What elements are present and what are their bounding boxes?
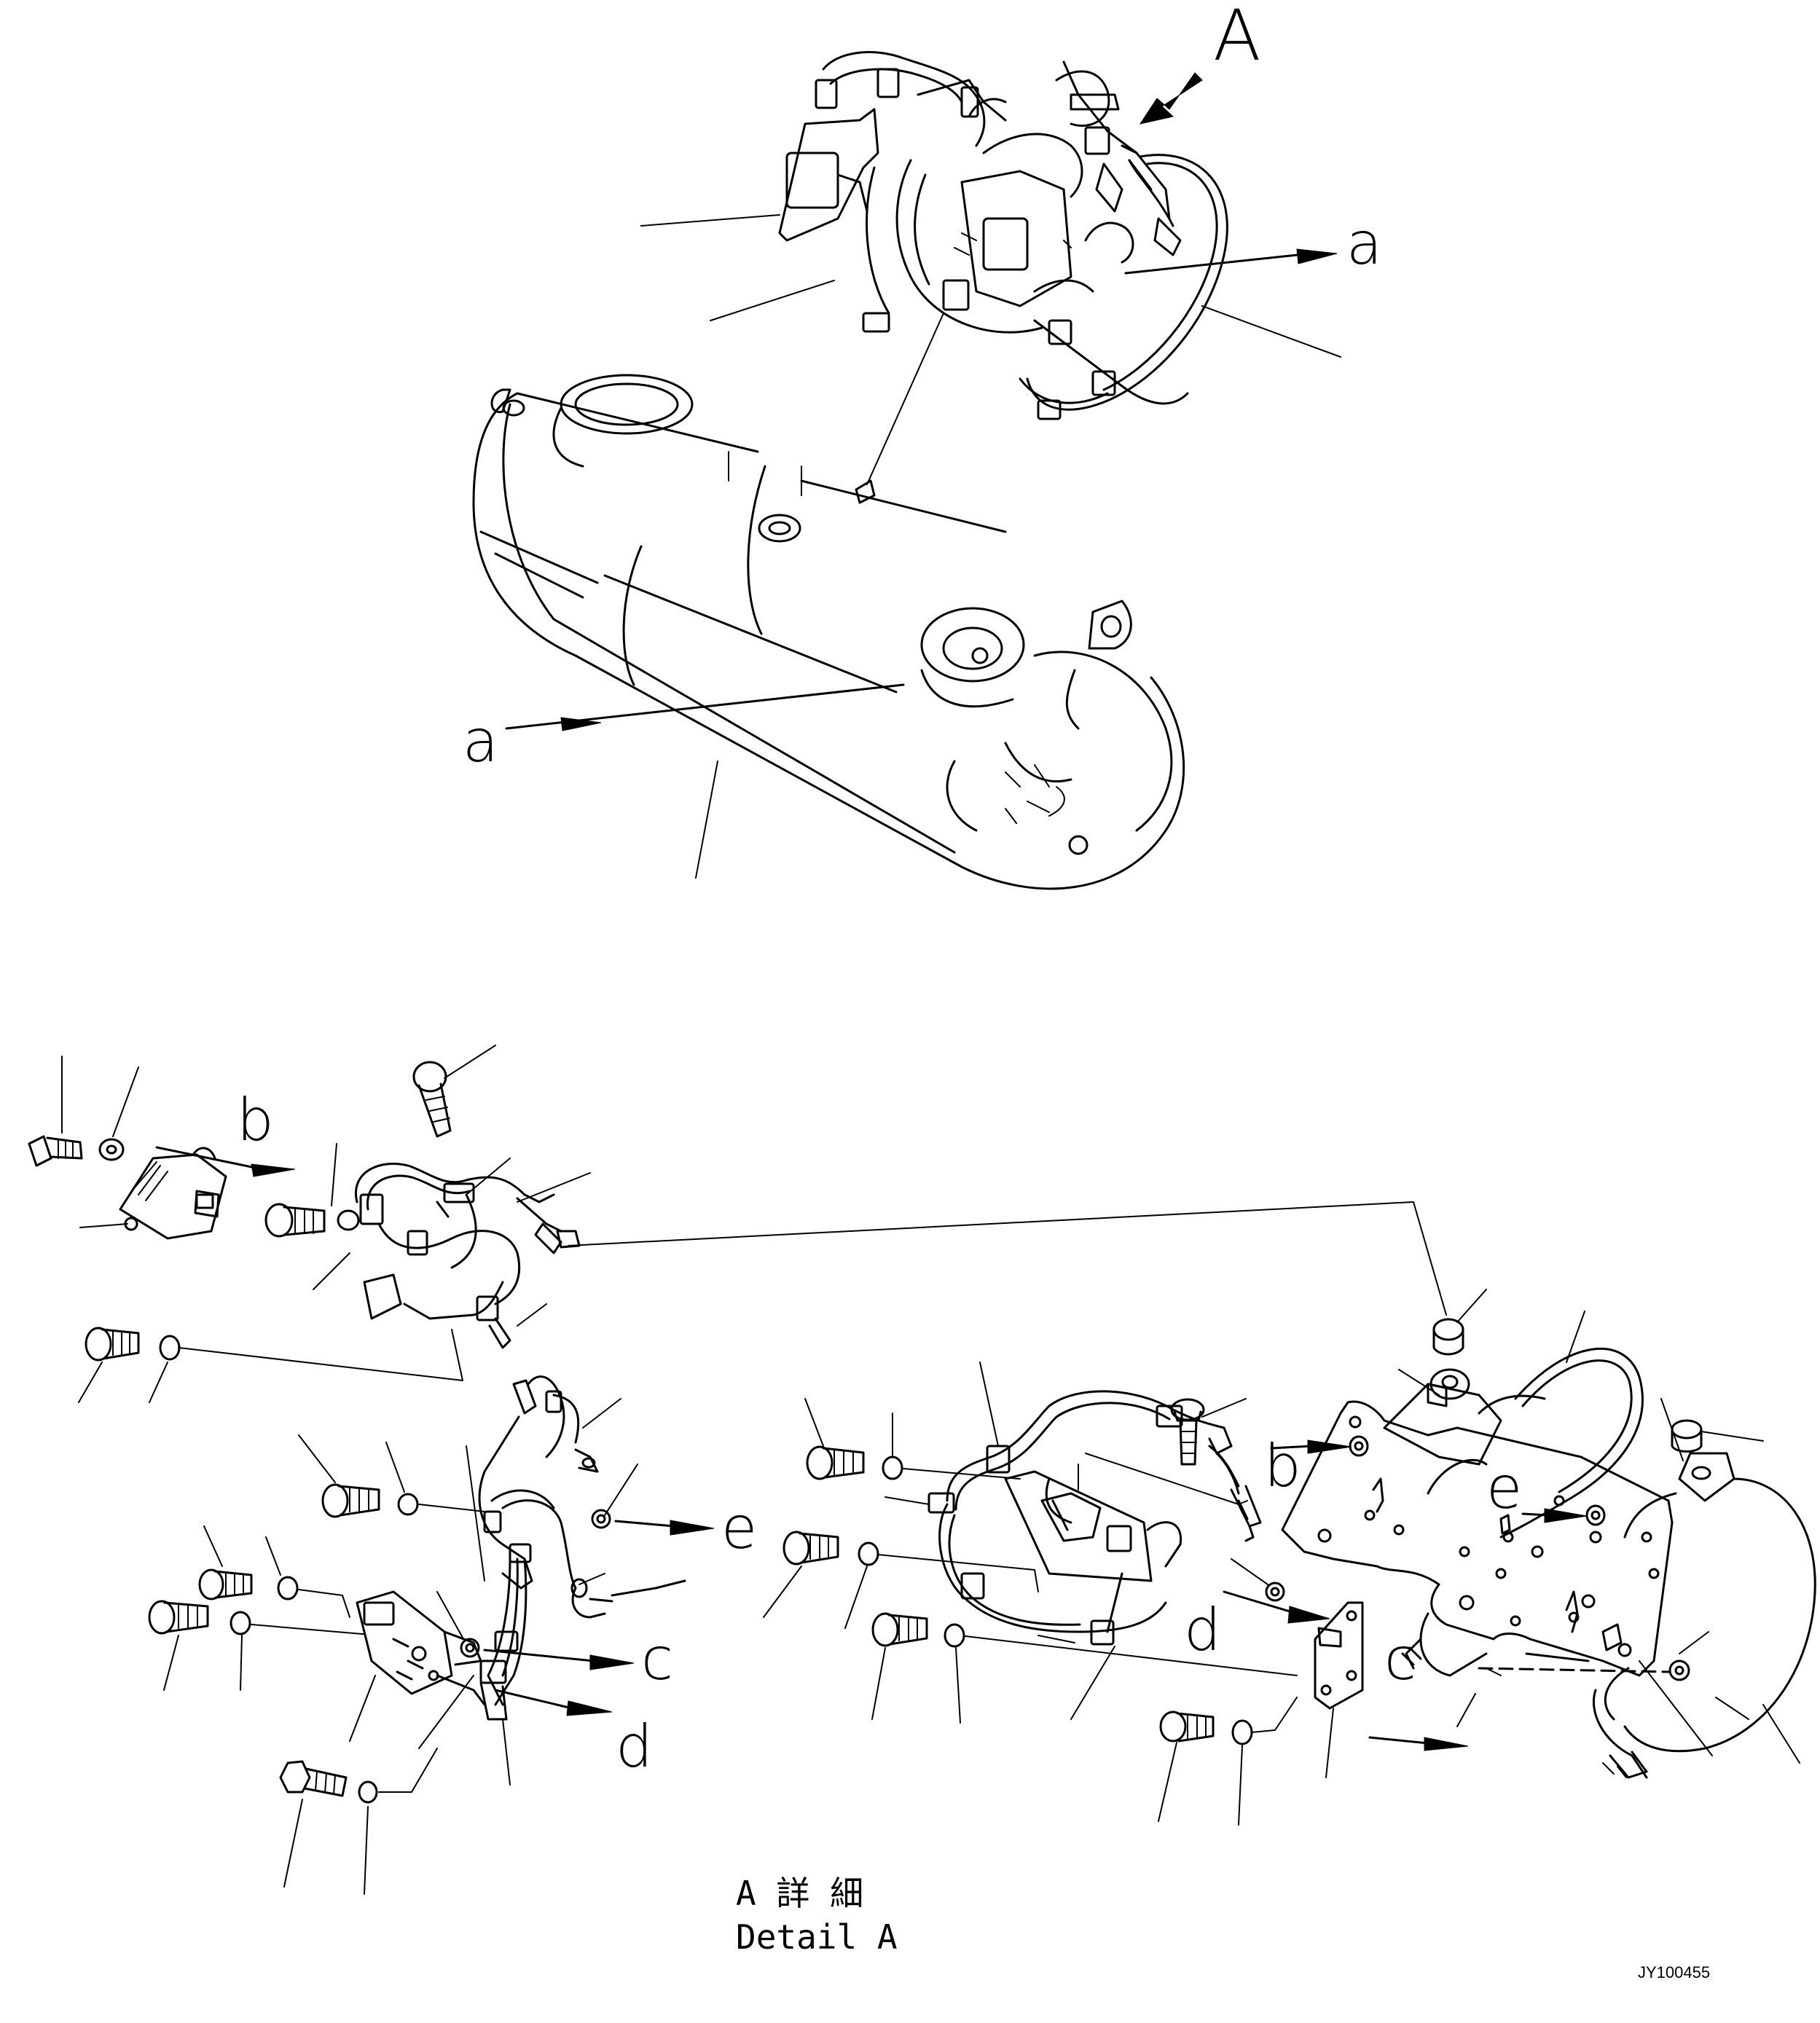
arrow-e-left-label: e: [721, 1494, 757, 1562]
washer-r-c: [1668, 1659, 1690, 1681]
arrow-b-right-label: b: [1264, 1432, 1301, 1500]
bolt-7: [148, 1600, 251, 1635]
arrow-a-upper-label: a: [1346, 210, 1382, 278]
caption-japanese: A 詳 細: [736, 1874, 863, 1913]
top-assembly: A: [463, 0, 1382, 890]
temperature-sensor: [483, 1375, 599, 1473]
lower-strap: [1401, 1612, 1590, 1677]
bolt-5: [321, 1483, 419, 1518]
washer-1: [98, 1138, 125, 1161]
caption-detail: Detail A: [736, 1917, 898, 1957]
bolt-r1: [806, 1445, 903, 1480]
sensor-harness-cluster: [778, 51, 1189, 420]
washer-cd: [460, 1638, 480, 1658]
ring-clamp-right: [1592, 1419, 1816, 1779]
arrow-d-left-label: d: [616, 1713, 653, 1780]
arrow-c-left-label: c: [641, 1625, 673, 1693]
view-a-label: A: [1213, 0, 1261, 76]
harness-middle: [478, 1470, 686, 1721]
detail-right: d c: [763, 1289, 1816, 1826]
arrow-a-upper: a: [1124, 210, 1382, 278]
bolt-3: [412, 1061, 452, 1138]
arrow-e-right-label: e: [1486, 1454, 1522, 1522]
bolt-r4: [1170, 1398, 1205, 1466]
drawing-number: JY100455: [1638, 1963, 1710, 1981]
bolt-4: [85, 1327, 181, 1362]
arrow-d-right-label: d: [1184, 1596, 1221, 1664]
main-bracket-plate: [1281, 1400, 1674, 1677]
arrow-a-lower-label: a: [463, 707, 498, 775]
harness-right: [927, 1390, 1262, 1646]
bolt-r2: [782, 1531, 879, 1566]
top-leaders: [640, 214, 1341, 879]
bolt-2: [264, 1203, 360, 1238]
nut-r: [1265, 1582, 1285, 1602]
washer-r-e: [1585, 1504, 1606, 1526]
washer-e: [591, 1509, 611, 1529]
bolt-r3: [871, 1612, 965, 1648]
arrow-a-lower: a: [463, 683, 905, 775]
cylinder-spacer: [1432, 1318, 1464, 1356]
view-a-arrow-icon: [1139, 72, 1203, 125]
clamp-block-left: [1383, 1347, 1644, 1539]
bolt-1: [28, 1135, 83, 1167]
bolt-r5: [1159, 1710, 1253, 1745]
bolt-6: [198, 1568, 299, 1600]
arrow-b-left-label: b: [237, 1086, 274, 1154]
arrow-c-right-label: c: [1384, 1625, 1416, 1693]
caption: A 詳 細 Detail A: [736, 1874, 898, 1957]
small-bracket: [1314, 1601, 1364, 1710]
washer-r-b: [1349, 1435, 1369, 1457]
detail-left: b: [28, 1045, 1447, 1895]
sensor-module: [119, 1147, 227, 1240]
ring-clamp: [1026, 154, 1228, 411]
pressure-sensor-module: [356, 1590, 486, 1706]
bolt-8: [279, 1760, 378, 1804]
dpf-canister: [472, 374, 1185, 890]
